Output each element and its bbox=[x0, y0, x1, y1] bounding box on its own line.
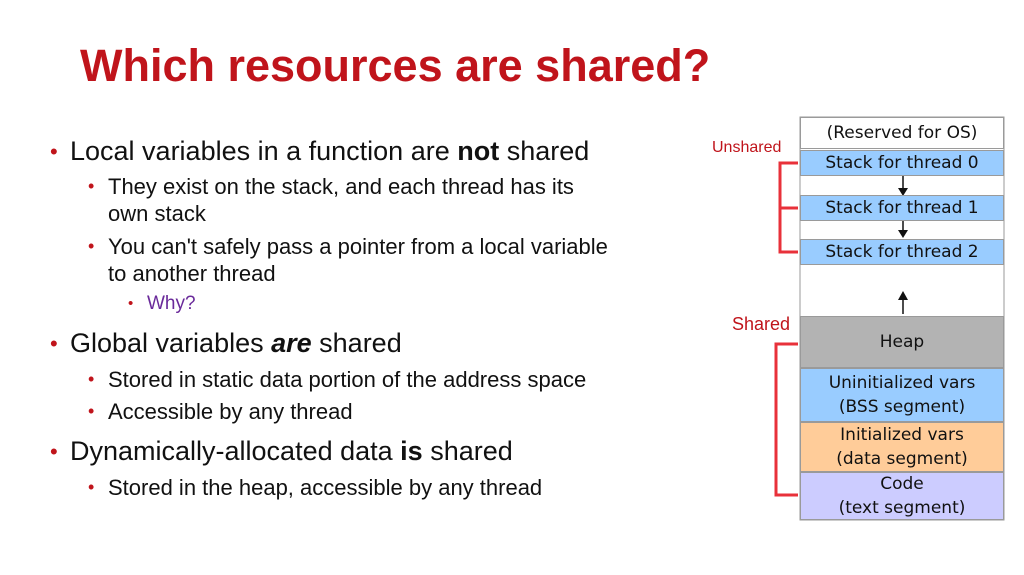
heap-arrow-icon bbox=[898, 291, 908, 300]
segment-bss: Uninitialized vars (BSS segment) bbox=[800, 368, 1004, 422]
segment-stack-thread-2: Stack for thread 2 bbox=[800, 239, 1004, 265]
bullet-dot: • bbox=[88, 401, 95, 421]
bullet-dot: • bbox=[50, 439, 58, 464]
segment-stack-thread-1: Stack for thread 1 bbox=[800, 195, 1004, 221]
segment-stack-thread-0: Stack for thread 0 bbox=[800, 150, 1004, 176]
stack1-arrow-icon bbox=[898, 230, 908, 238]
stack0-arrow-icon bbox=[898, 188, 908, 196]
bullet-dot: • bbox=[88, 176, 95, 196]
bullet-dot: • bbox=[88, 477, 95, 497]
shared-label: Shared bbox=[732, 314, 791, 334]
shared-bracket bbox=[774, 342, 798, 497]
bullet-dot: • bbox=[128, 295, 134, 312]
bullet-dot: • bbox=[88, 369, 95, 389]
slide-title: Which resources are shared? bbox=[80, 40, 711, 91]
bullet-dot: • bbox=[88, 236, 95, 256]
bullet-dot: • bbox=[50, 331, 58, 356]
segment-data: Initialized vars (data segment) bbox=[800, 422, 1004, 472]
segment-code: Code (text segment) bbox=[800, 472, 1004, 520]
unshared-label: Unshared bbox=[712, 139, 782, 156]
segment-heap: Heap bbox=[800, 316, 1004, 368]
segment-reserved: (Reserved for OS) bbox=[800, 117, 1004, 149]
bullet-dot: • bbox=[50, 139, 58, 164]
